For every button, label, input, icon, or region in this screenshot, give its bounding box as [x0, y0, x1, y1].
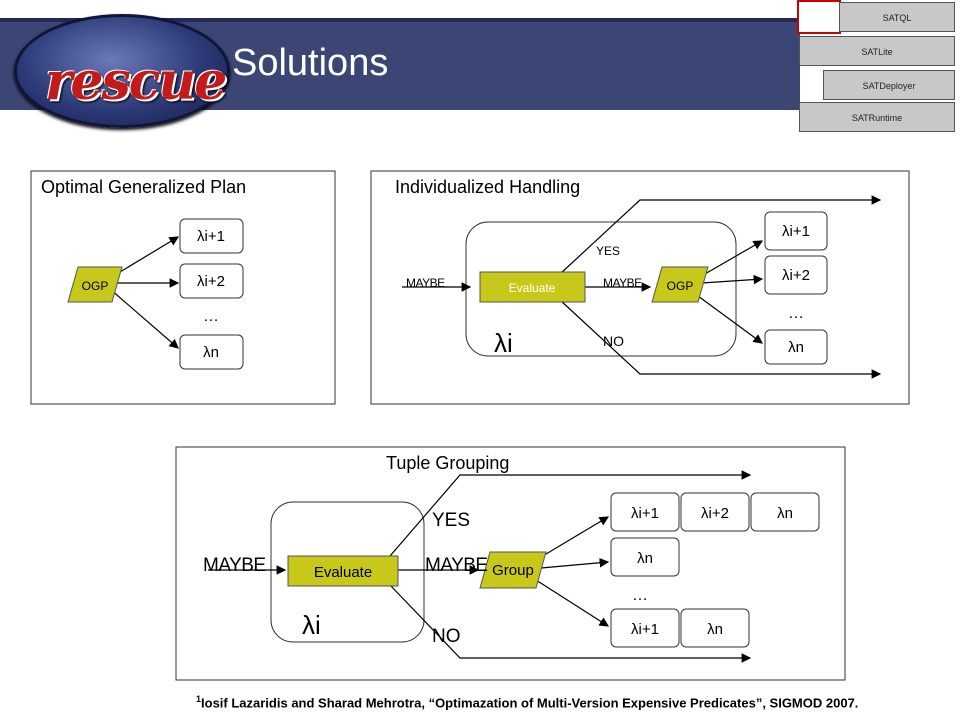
panel3-item-label: λn [707, 621, 723, 638]
footnote: 1Iosif Lazaridis and Sharad Mehrotra, “O… [196, 694, 858, 710]
panel2-ellipsis: … [788, 305, 804, 322]
panel2-lambda: λi [494, 328, 513, 358]
layer-satruntime: SATRuntime [799, 102, 955, 132]
panel3-yes: YES [432, 510, 470, 531]
layer-satdeployer: SATDeployer [823, 70, 955, 100]
panel2-item [764, 211, 828, 251]
panel3-item [610, 492, 680, 532]
panel3-ellipsis: … [632, 587, 648, 604]
panel3-item [610, 608, 680, 648]
panel-individualized-handling: Individualized Handling Evaluate OGP MAY… [370, 170, 910, 405]
panel2-title: Individualized Handling [395, 177, 580, 197]
header-band-edge [0, 18, 800, 22]
panel3-item [610, 537, 680, 577]
panel1-ellipsis: … [203, 308, 219, 325]
panel2-ogp-label: OGP [667, 279, 694, 293]
panel2-yes: YES [596, 244, 620, 258]
panel1-item [179, 263, 244, 299]
rescue-logo: rescue [14, 14, 230, 128]
panel2-item-label: λn [788, 339, 804, 356]
panel-tuple-grouping: Tuple Grouping Evaluate Group MAYBE MAYB… [175, 446, 846, 681]
panel-optimal-generalized-plan: Optimal Generalized Plan OGP λi+1 λi+2 …… [30, 170, 336, 405]
panel1-item [179, 334, 244, 370]
panel2-maybe-out: MAYBE [603, 276, 642, 290]
panel2-item [764, 329, 828, 365]
panel1-ogp-label: OGP [82, 279, 109, 293]
panel3-item [680, 608, 750, 648]
architecture-stack: SATQL SATLite SATDeployer SATRuntime [797, 0, 957, 136]
panel2-ogp-node [651, 266, 709, 303]
layer-satql: SATQL [839, 2, 955, 32]
panel3-title: Tuple Grouping [386, 453, 509, 473]
slide-header: rescue Solutions [0, 0, 960, 130]
panel2-evaluate-node [479, 271, 586, 303]
panel2-item-label: λi+2 [782, 267, 810, 284]
panel1-item-label: λi+2 [197, 273, 225, 290]
panel3-evaluate-label: Evaluate [314, 564, 372, 581]
panel3-evaluate-node [287, 555, 399, 587]
panel3-item-label: λn [777, 505, 793, 522]
panel1-item [179, 218, 244, 254]
panel2-item [764, 255, 828, 295]
panel3-no: NO [432, 626, 461, 647]
panel2-evaluate-label: Evaluate [509, 281, 556, 295]
panel2-maybe-in: MAYBE [406, 276, 445, 290]
panel3-group-label: Group [492, 562, 534, 579]
panel2-item-label: λi+1 [782, 223, 810, 240]
panel3-group-node [479, 551, 547, 589]
panel3-maybe-in: MAYBE [203, 555, 266, 576]
layer-satlite: SATLite [799, 36, 955, 66]
footnote-marker: 1 [196, 694, 202, 704]
panel3-item-label: λi+1 [631, 621, 659, 638]
panel1-ogp-node [67, 266, 123, 303]
footnote-text: Iosif Lazaridis and Sharad Mehrotra, “Op… [201, 695, 859, 711]
panel3-maybe-out: MAYBE [425, 555, 488, 576]
panel3-item-label: λi+1 [631, 505, 659, 522]
panel3-item [680, 492, 750, 532]
stack-highlight [797, 0, 841, 34]
panel3-item-label: λn [637, 550, 653, 567]
panel1-item-label: λn [203, 344, 219, 361]
panel1-item-label: λi+1 [197, 228, 225, 245]
logo-text: rescue [45, 51, 227, 112]
panel3-item [750, 492, 820, 532]
panel1-title: Optimal Generalized Plan [41, 177, 246, 197]
slide-title: Solutions [232, 42, 389, 84]
panel2-no: NO [603, 333, 624, 349]
panel3-item-label: λi+2 [701, 505, 729, 522]
panel3-lambda: λi [302, 610, 321, 640]
